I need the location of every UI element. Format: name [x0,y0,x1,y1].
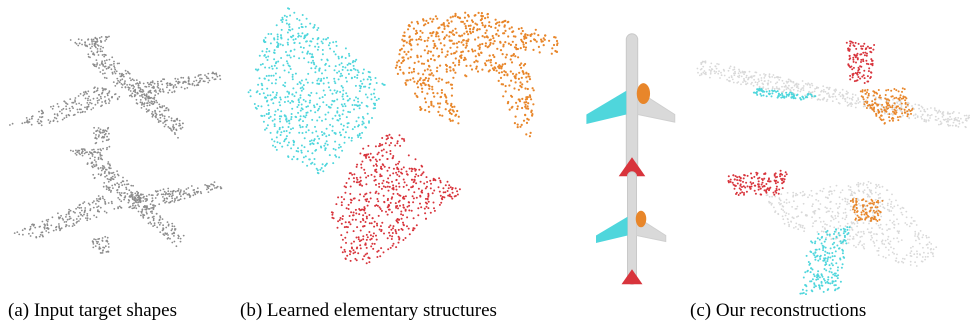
tail-points [69,145,111,159]
wing-right-points [123,181,223,209]
caption-b: (b) Learned elementary structures [240,300,497,321]
structure-orange [394,11,559,138]
wing-left-points [9,86,121,127]
reconstruction-plane-4-tail-red [727,169,788,196]
engine-orange [636,83,651,105]
learned-structures-canvas [247,7,559,265]
reconstruction-plane-3-wing-cyan [752,87,817,101]
reconstruction-plane-4-body [765,180,938,267]
input-plane-top [9,35,222,145]
caption-c: (c) Our reconstructions [690,300,867,321]
reconstruction-plane-3-engine-orange [859,87,914,125]
engine-orange [635,210,647,228]
reconstruction-plane-3-body [696,60,970,129]
tail-points [69,35,110,48]
tail-red [618,157,646,177]
reconstructions-canvas [586,33,970,295]
panel-input-target-shapes [0,0,235,295]
wing-left-cyan [586,90,627,124]
tail-red [621,269,643,285]
input-plane-bottom [13,145,223,254]
caption-a: (a) Input target shapes [8,300,178,321]
structure-cyan [247,7,386,175]
reconstruction-plane-2 [596,171,667,285]
wing-right-points [121,71,222,100]
fuselage [625,33,639,177]
engine-points [93,126,110,145]
fuselage-points [86,156,185,248]
panel-reconstructions [575,0,978,295]
engine-points [91,235,110,254]
reconstruction-plane-1 [586,33,676,177]
reconstruction-plane-4-engine-orange [849,197,884,222]
wing-left-points [13,195,123,239]
wing-left-cyan [596,216,628,243]
input-shapes-canvas [9,35,223,254]
panel-learned-structures [235,0,575,295]
reconstruction-plane-3-tail-red [845,40,876,84]
fuselage [627,171,637,285]
reconstruction-plane-4-wing-cyan [799,226,851,295]
structure-red [330,133,461,265]
